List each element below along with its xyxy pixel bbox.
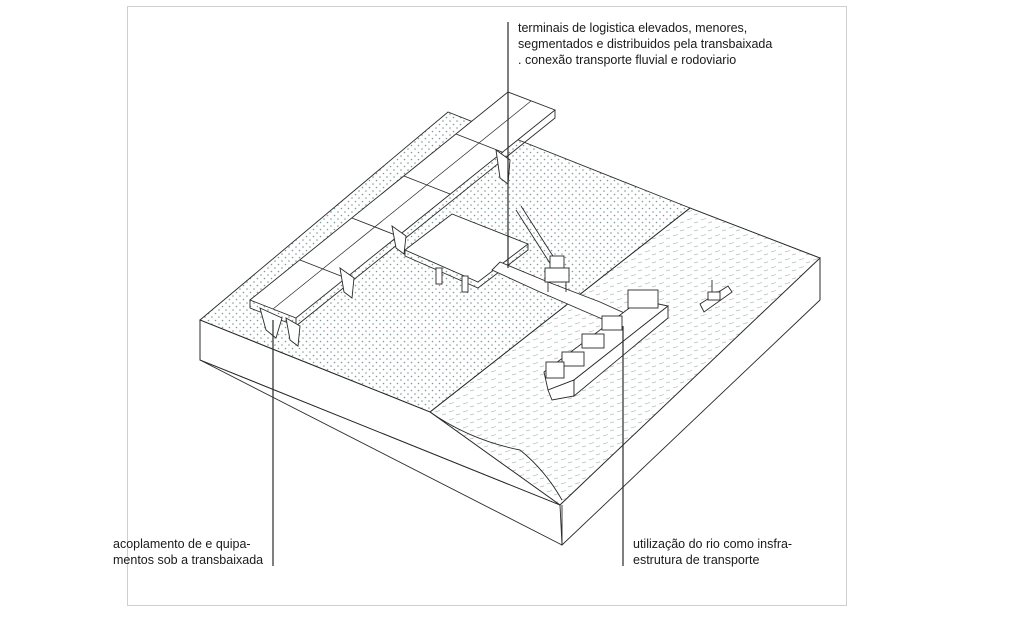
annotation-line: . conexão transporte fluvial e rodoviari… [518,52,772,68]
annotation-line: acoplamento de e quipa- [113,536,263,552]
annotation-line: segmentados e distribuidos pela transbai… [518,36,772,52]
annotation-line: mentos sob a transbaixada [113,552,263,568]
annotation-elevated-terminals: terminais de logistica elevados, menores… [518,20,772,68]
annotation-line: utilização do rio como insfra- [633,536,792,552]
annotation-line: estrutura de transporte [633,552,792,568]
annotation-river-infrastructure: utilização do rio como insfra- estrutura… [633,536,792,568]
annotation-equipment-coupling: acoplamento de e quipa- mentos sob a tra… [113,536,263,568]
annotation-line: terminais de logistica elevados, menores… [518,20,772,36]
